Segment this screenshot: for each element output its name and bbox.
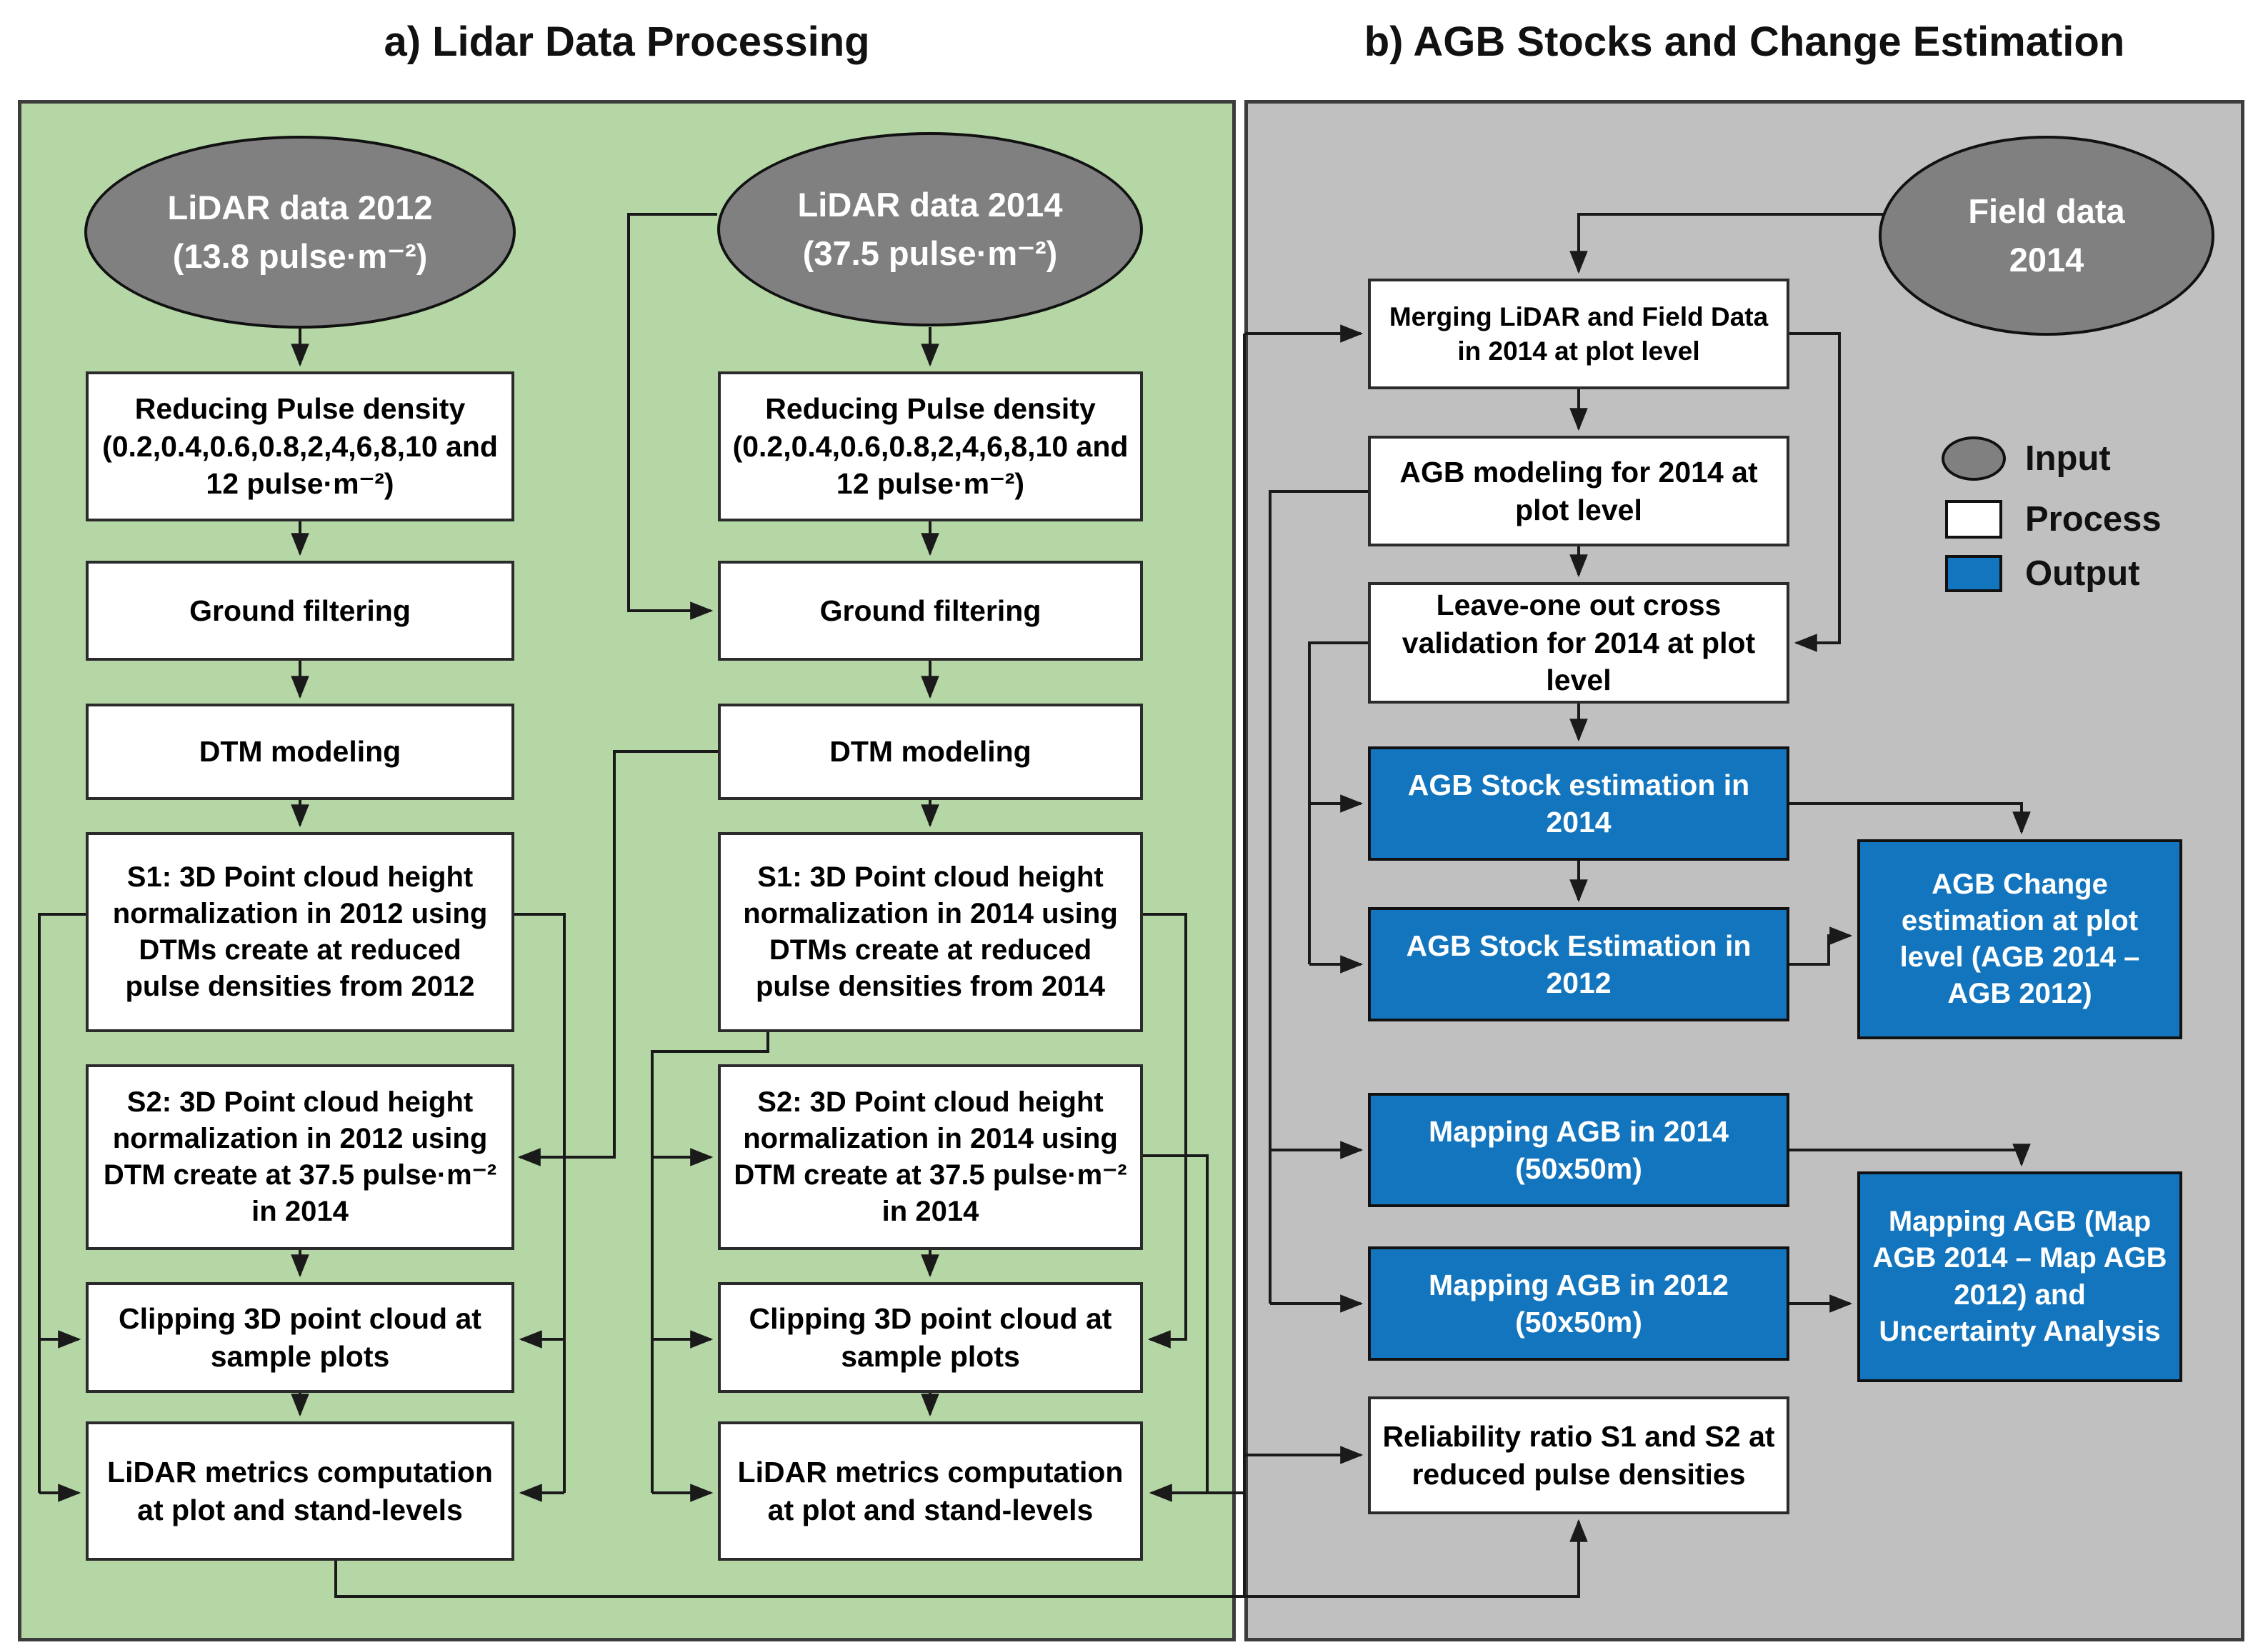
node-s1-normalization-2014: S1: 3D Point cloud height normalization …: [718, 832, 1143, 1032]
input-field-data-line2: 2014: [2009, 241, 2084, 279]
input-lidar-2014-line2: (37.5 pulse·m⁻²): [802, 234, 1058, 272]
node-s2-normalization-2014: S2: 3D Point cloud height normalization …: [718, 1064, 1143, 1250]
node-clipping-2012: Clipping 3D point cloud at sample plots: [86, 1282, 514, 1393]
input-lidar-2014: LiDAR data 2014 (37.5 pulse·m⁻²): [717, 132, 1143, 326]
node-reduce-density-2012: Reducing Pulse density (0.2,0.4,0.6,0.8,…: [86, 371, 514, 521]
panel-a-title: a) Lidar Data Processing: [384, 18, 870, 65]
legend-input-ellipse-icon: [1942, 436, 2006, 481]
flow-arrows: [38, 213, 2031, 1598]
node-ground-filtering-2014: Ground filtering: [718, 561, 1143, 661]
legend-input-label: Input: [2025, 439, 2111, 478]
legend-output-label: Output: [2025, 554, 2140, 593]
node-reliability-ratio: Reliability ratio S1 and S2 at reduced p…: [1368, 1396, 1789, 1514]
node-ground-filtering-2012: Ground filtering: [86, 561, 514, 661]
node-s2-normalization-2012: S2: 3D Point cloud height normalization …: [86, 1064, 514, 1250]
node-dtm-modeling-2012: DTM modeling: [86, 704, 514, 800]
legend-process-swatch-icon: [1945, 500, 2002, 539]
legend-output-swatch-icon: [1945, 555, 2002, 592]
node-agb-change-estimation: AGB Change estimation at plot level (AGB…: [1857, 839, 2182, 1039]
node-lidar-metrics-2012: LiDAR metrics computation at plot and st…: [86, 1421, 514, 1561]
node-loocv-2014: Leave-one out cross validation for 2014 …: [1368, 582, 1789, 704]
input-lidar-2012: LiDAR data 2012 (13.8 pulse·m⁻²): [84, 136, 516, 329]
node-lidar-metrics-2014: LiDAR metrics computation at plot and st…: [718, 1421, 1143, 1561]
input-field-data-line1: Field data: [1968, 191, 2125, 230]
node-mapping-agb-change: Mapping AGB (Map AGB 2014 – Map AGB 2012…: [1857, 1171, 2182, 1382]
node-merging-lidar-field: Merging LiDAR and Field Data in 2014 at …: [1368, 279, 1789, 389]
legend-process-label: Process: [2025, 500, 2162, 539]
panel-b-title: b) AGB Stocks and Change Estimation: [1364, 18, 2125, 65]
input-lidar-2014-line1: LiDAR data 2014: [797, 185, 1063, 224]
node-agb-stock-2012: AGB Stock Estimation in 2012: [1368, 907, 1789, 1021]
node-dtm-modeling-2014: DTM modeling: [718, 704, 1143, 800]
node-agb-stock-2014: AGB Stock estimation in 2014: [1368, 746, 1789, 861]
node-mapping-agb-2014: Mapping AGB in 2014 (50x50m): [1368, 1093, 1789, 1207]
node-s1-normalization-2012: S1: 3D Point cloud height normalization …: [86, 832, 514, 1032]
input-field-data-2014: Field data 2014: [1879, 136, 2214, 336]
input-lidar-2012-line1: LiDAR data 2012: [167, 188, 433, 226]
node-agb-modeling-2014: AGB modeling for 2014 at plot level: [1368, 436, 1789, 546]
input-lidar-2012-line2: (13.8 pulse·m⁻²): [172, 237, 428, 275]
node-reduce-density-2014: Reducing Pulse density (0.2,0.4,0.6,0.8,…: [718, 371, 1143, 521]
node-mapping-agb-2012: Mapping AGB in 2012 (50x50m): [1368, 1246, 1789, 1361]
node-clipping-2014: Clipping 3D point cloud at sample plots: [718, 1282, 1143, 1393]
